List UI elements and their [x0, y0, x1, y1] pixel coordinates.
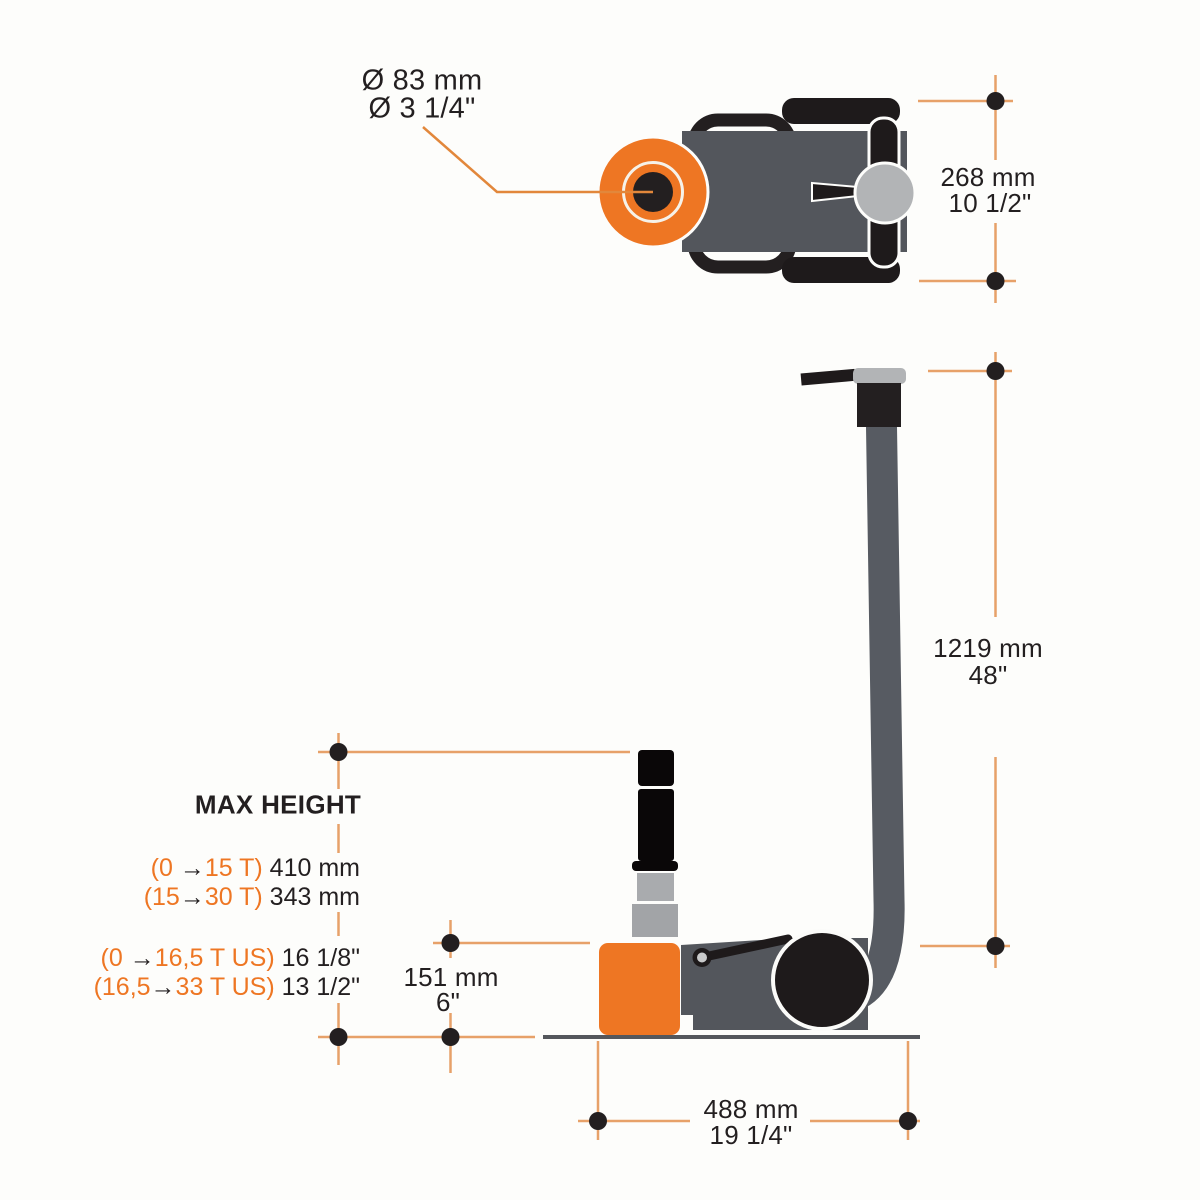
dot-handle-top: [986, 362, 1005, 380]
jack-side-view: [543, 368, 920, 1039]
length-mm-label: 488 mm: [703, 1094, 799, 1124]
saddle-diameter-mm-label: Ø 83 mm: [361, 64, 483, 97]
min-height-in-label: 6": [435, 987, 461, 1017]
dot-maxheight-bottom: [329, 1028, 348, 1046]
handle-height-in-label: 48": [968, 660, 1008, 690]
arrow-icon: →: [150, 973, 176, 1001]
min-height-mm-label: 151 mm: [403, 962, 499, 992]
max-height-title: MAX HEIGHT: [194, 789, 362, 820]
dot-width-top: [986, 92, 1005, 110]
spec-range-close: 33 T US): [175, 973, 275, 1001]
wheel-side-view: [771, 929, 873, 1031]
spec-row-15-30t: (15→30 T) 343 mm: [94, 883, 360, 912]
handle-height-mm-label: 1219 mm: [933, 633, 1043, 663]
wheel-bottom: [782, 257, 900, 283]
ram-stage-top-cap: [638, 750, 674, 786]
dot-maxheight-top: [329, 743, 348, 761]
spec-row-0-15t: (0 →15 T) 410 mm: [94, 854, 360, 883]
spec-value: 13 1/2": [274, 973, 360, 1001]
spec-range-open: (15: [143, 883, 180, 911]
ram-base-sleeve: [632, 904, 678, 937]
spec-row-0-16.5tus: (0 →16,5 T US) 16 1/8": [94, 944, 361, 973]
handle-grip-cap: [853, 368, 906, 384]
spec-range-open: (0: [100, 944, 130, 972]
dot-width-bottom: [986, 272, 1005, 290]
spec-range-open: (0: [150, 854, 180, 882]
spec-row-16.5-33tus: (16,5→33 T US) 13 1/2": [94, 973, 360, 1002]
dot-length-left: [589, 1112, 607, 1130]
width-mm-label: 268 mm: [940, 162, 1036, 192]
dot-handle-bottom: [986, 937, 1005, 955]
cylinder-body: [599, 943, 680, 1035]
dot-length-right: [899, 1112, 917, 1130]
jack-top-view: [422, 98, 917, 283]
handle-head-block: [857, 383, 901, 427]
arrow-icon: →: [179, 854, 205, 882]
dim-max-height: [318, 733, 630, 1065]
air-control-lever: [800, 368, 856, 386]
spec-range-close: 16,5 T US): [154, 944, 275, 972]
spec-range-open: (16,5: [93, 973, 151, 1001]
ram-stage-lower: [637, 873, 674, 901]
dimension-dots: [329, 92, 1005, 1130]
ram-collar: [632, 861, 678, 871]
air-lever-group: [800, 368, 856, 386]
spec-range-close: 15 T): [204, 854, 263, 882]
arrow-icon: →: [129, 944, 155, 972]
spec-range-close: 30 T): [204, 883, 263, 911]
spec-value: 343 mm: [262, 883, 360, 911]
handle-knob-top-view: [853, 161, 917, 225]
length-in-label: 19 1/4": [709, 1120, 793, 1150]
release-lever: [697, 934, 793, 962]
dot-minheight-bottom: [441, 1028, 460, 1046]
spec-value: 16 1/8": [274, 944, 360, 972]
ram-stage-upper: [638, 789, 674, 861]
width-in-label: 10 1/2": [948, 188, 1032, 218]
spec-value: 410 mm: [262, 854, 360, 882]
max-height-specs: (0 →15 T) 410 mm (15→30 T) 343 mm (0 →16…: [94, 854, 360, 1002]
dot-minheight-top: [441, 934, 460, 952]
arrow-icon: →: [179, 883, 205, 911]
saddle-diameter-in-label: Ø 3 1/4": [368, 92, 476, 125]
diameter-leader-line: [422, 126, 653, 194]
wheel-top: [782, 98, 900, 124]
pump-handle-shaft: [833, 411, 905, 1014]
release-lever-pivot-center: [697, 952, 707, 963]
